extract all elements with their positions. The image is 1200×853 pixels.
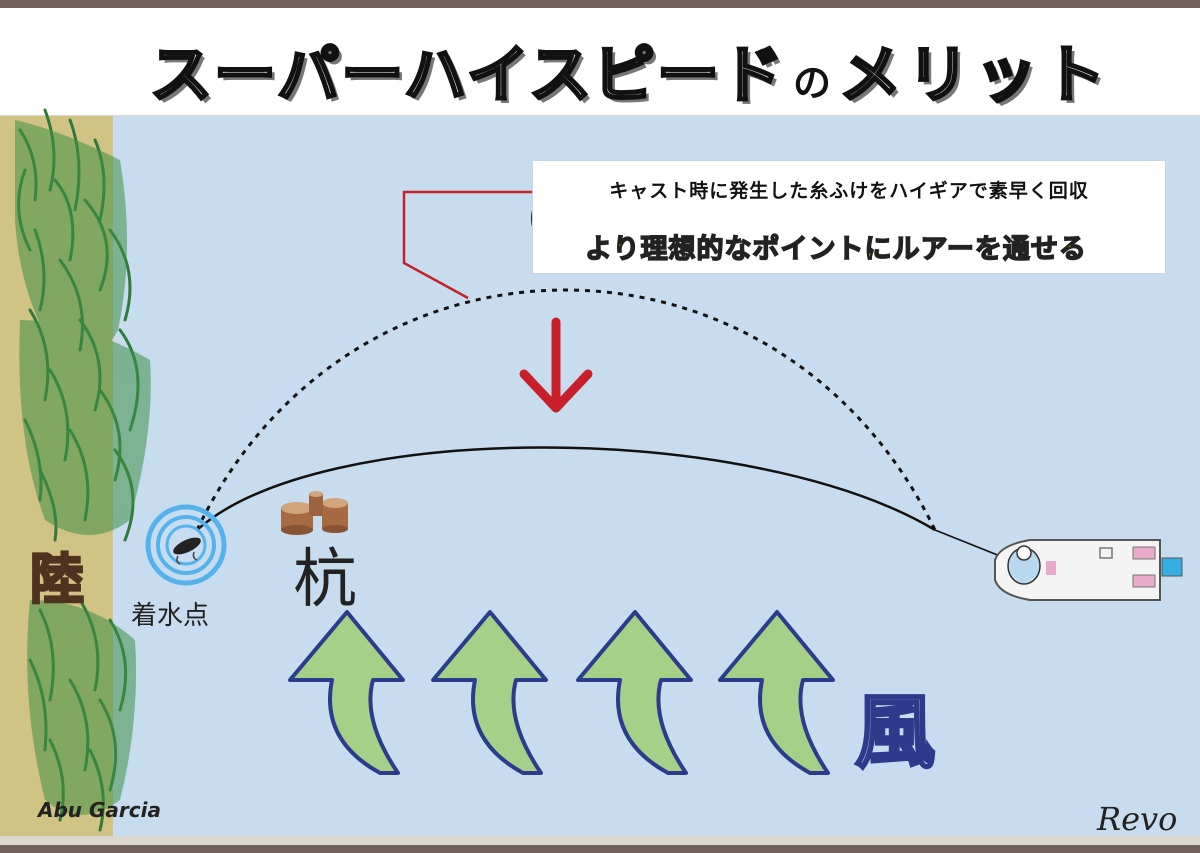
page-title: スーパーハイスピードのメリット xyxy=(148,24,1112,114)
title-particle: の xyxy=(793,61,832,105)
revo-logo: Revo xyxy=(1097,800,1178,838)
title-accent: メリット xyxy=(838,37,1112,113)
callout-line-1: キャスト時に発生した糸ふけをハイギアで素早く回収 xyxy=(609,180,1089,202)
splash-point-label: 着水点 xyxy=(131,601,210,631)
callout-line-2: より理想的なポイントにルアーを通せる xyxy=(584,233,1087,266)
cast-arc-dotted xyxy=(195,288,937,531)
abu-garcia-logo: Abu Garcia xyxy=(38,798,161,822)
stake-icon xyxy=(281,491,348,535)
callout-box: キャスト時に発生した糸ふけをハイギアで素早く回収 より理想的なポイントにルアーを… xyxy=(532,160,1166,274)
angler-icon xyxy=(1007,545,1041,585)
top-rail xyxy=(0,0,1200,8)
title-band: スーパーハイスピードのメリット xyxy=(0,8,1200,115)
wind-arrow-icon xyxy=(288,610,835,775)
title-main: スーパーハイスピード xyxy=(148,37,786,113)
lure-icon xyxy=(173,537,201,565)
land-label: 陸 xyxy=(29,547,86,613)
callout-leader-line xyxy=(402,190,532,300)
stake-label: 杭 xyxy=(293,543,357,617)
down-arrow-icon xyxy=(519,317,593,413)
bottom-rail xyxy=(0,845,1200,853)
retrieved-line xyxy=(196,446,936,532)
splash-rings xyxy=(145,504,227,586)
grass-fill xyxy=(15,120,151,815)
wind-label: 風 xyxy=(854,685,937,781)
